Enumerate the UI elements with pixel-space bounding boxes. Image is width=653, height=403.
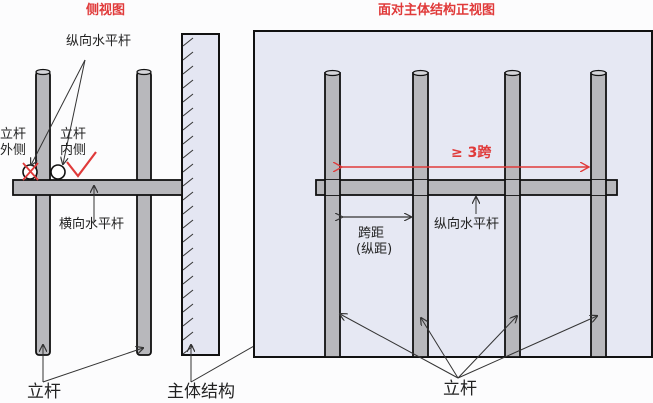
longitudinal-horizontal-bar [315, 179, 618, 196]
longitudinal-bar-inner-section [50, 164, 66, 180]
front-post-3 [504, 72, 521, 358]
outer-side-label-line1: 立杆 [0, 127, 27, 142]
side-view [12, 33, 296, 383]
transverse-bar-label: 横向水平杆 [59, 217, 125, 232]
front-view [253, 30, 653, 379]
front-post-label: 立杆 [443, 379, 477, 399]
inner-side-label-line2: 内侧 [60, 143, 87, 158]
side-post-inner [136, 71, 152, 356]
main-structure-wall [181, 33, 220, 356]
front-post-2 [412, 72, 429, 358]
inner-side-label-line1: 立杆 [60, 127, 87, 142]
outer-side-label-line2: 外侧 [0, 143, 27, 158]
front-post-4 [590, 72, 607, 358]
transverse-horizontal-bar [12, 179, 183, 196]
side-post-outer [35, 71, 51, 356]
front-longitudinal-bar-label: 纵向水平杆 [434, 217, 500, 232]
check-mark-icon [66, 151, 97, 178]
front-view-title: 面对主体结构正视图 [378, 3, 496, 18]
main-structure-label: 主体结构 [167, 382, 235, 402]
span-distance-label-line2: (纵距) [356, 242, 393, 257]
side-view-title: 侧视图 [86, 3, 126, 18]
wall-hatching [182, 37, 194, 355]
span-requirement-label: ≥ 3跨 [451, 145, 492, 161]
longitudinal-bar-label: 纵向水平杆 [66, 34, 132, 49]
side-post-label: 立杆 [27, 382, 61, 402]
span-distance-label-line1: 跨距 [358, 226, 385, 241]
front-post-1 [324, 72, 341, 358]
